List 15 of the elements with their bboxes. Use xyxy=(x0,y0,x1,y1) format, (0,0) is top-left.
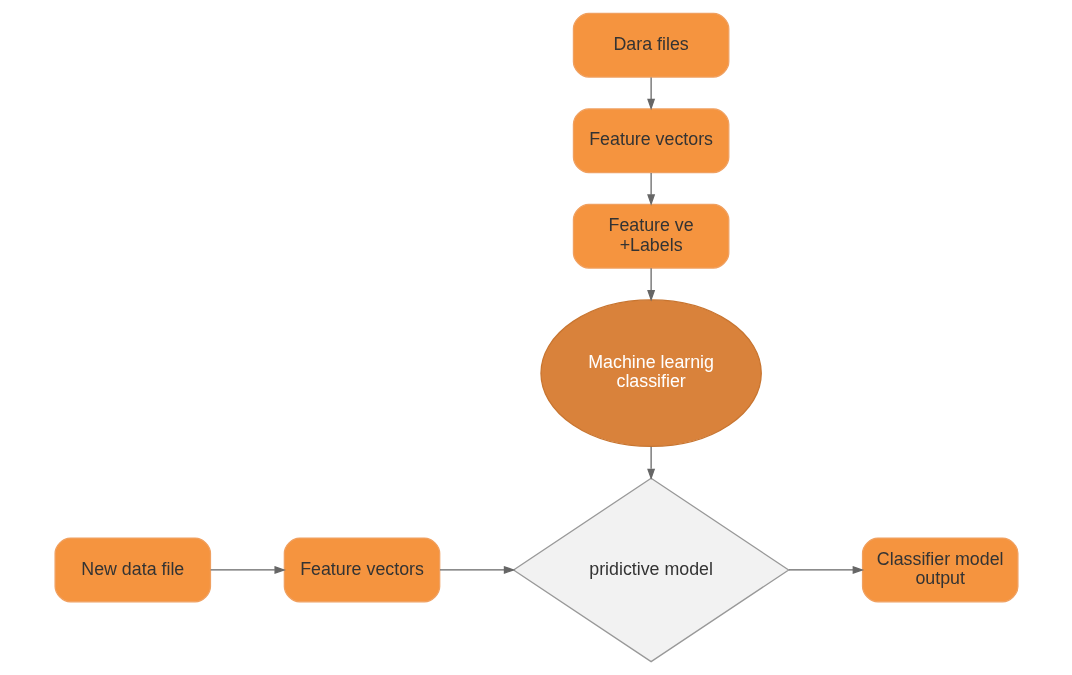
arrow xyxy=(646,446,655,481)
node-diamond: pridictive model xyxy=(511,477,790,663)
node-box: Classifier model output xyxy=(861,537,1019,603)
arrow xyxy=(646,267,655,302)
node-box: Feature vectors xyxy=(283,537,440,603)
arrow xyxy=(438,565,515,574)
arrow xyxy=(646,172,655,206)
node-ellipse: Machine learnig classifier xyxy=(539,299,762,448)
arrow xyxy=(646,76,655,111)
node-box: Dara files xyxy=(572,12,729,78)
arrow xyxy=(787,565,864,574)
node-box: Feature ve +Labels xyxy=(572,203,729,269)
node-box: New data file xyxy=(53,537,211,603)
arrow xyxy=(209,565,286,574)
node-box: Feature vectors xyxy=(572,108,729,174)
